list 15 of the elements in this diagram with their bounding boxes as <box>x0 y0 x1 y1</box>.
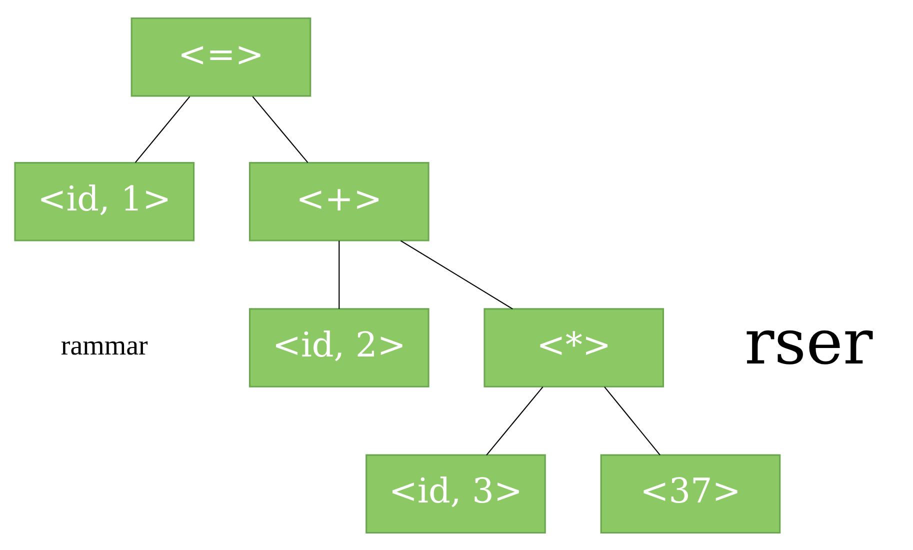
node-box: <id, 2> <box>248 308 430 387</box>
node-box: <id, 3> <box>366 454 546 534</box>
node-box: <=> <box>130 16 312 96</box>
node-box: <*> <box>484 308 664 387</box>
connector <box>134 96 190 162</box>
node-box: <37> <box>600 454 781 534</box>
connector <box>338 240 340 308</box>
label: rammar <box>60 330 148 362</box>
connector <box>486 386 544 455</box>
label: rser <box>744 304 873 378</box>
node-box: <id, 1> <box>14 162 195 241</box>
connector <box>400 240 513 309</box>
connector <box>252 96 308 162</box>
connector <box>604 386 660 455</box>
node-box: <+> <box>248 162 430 241</box>
